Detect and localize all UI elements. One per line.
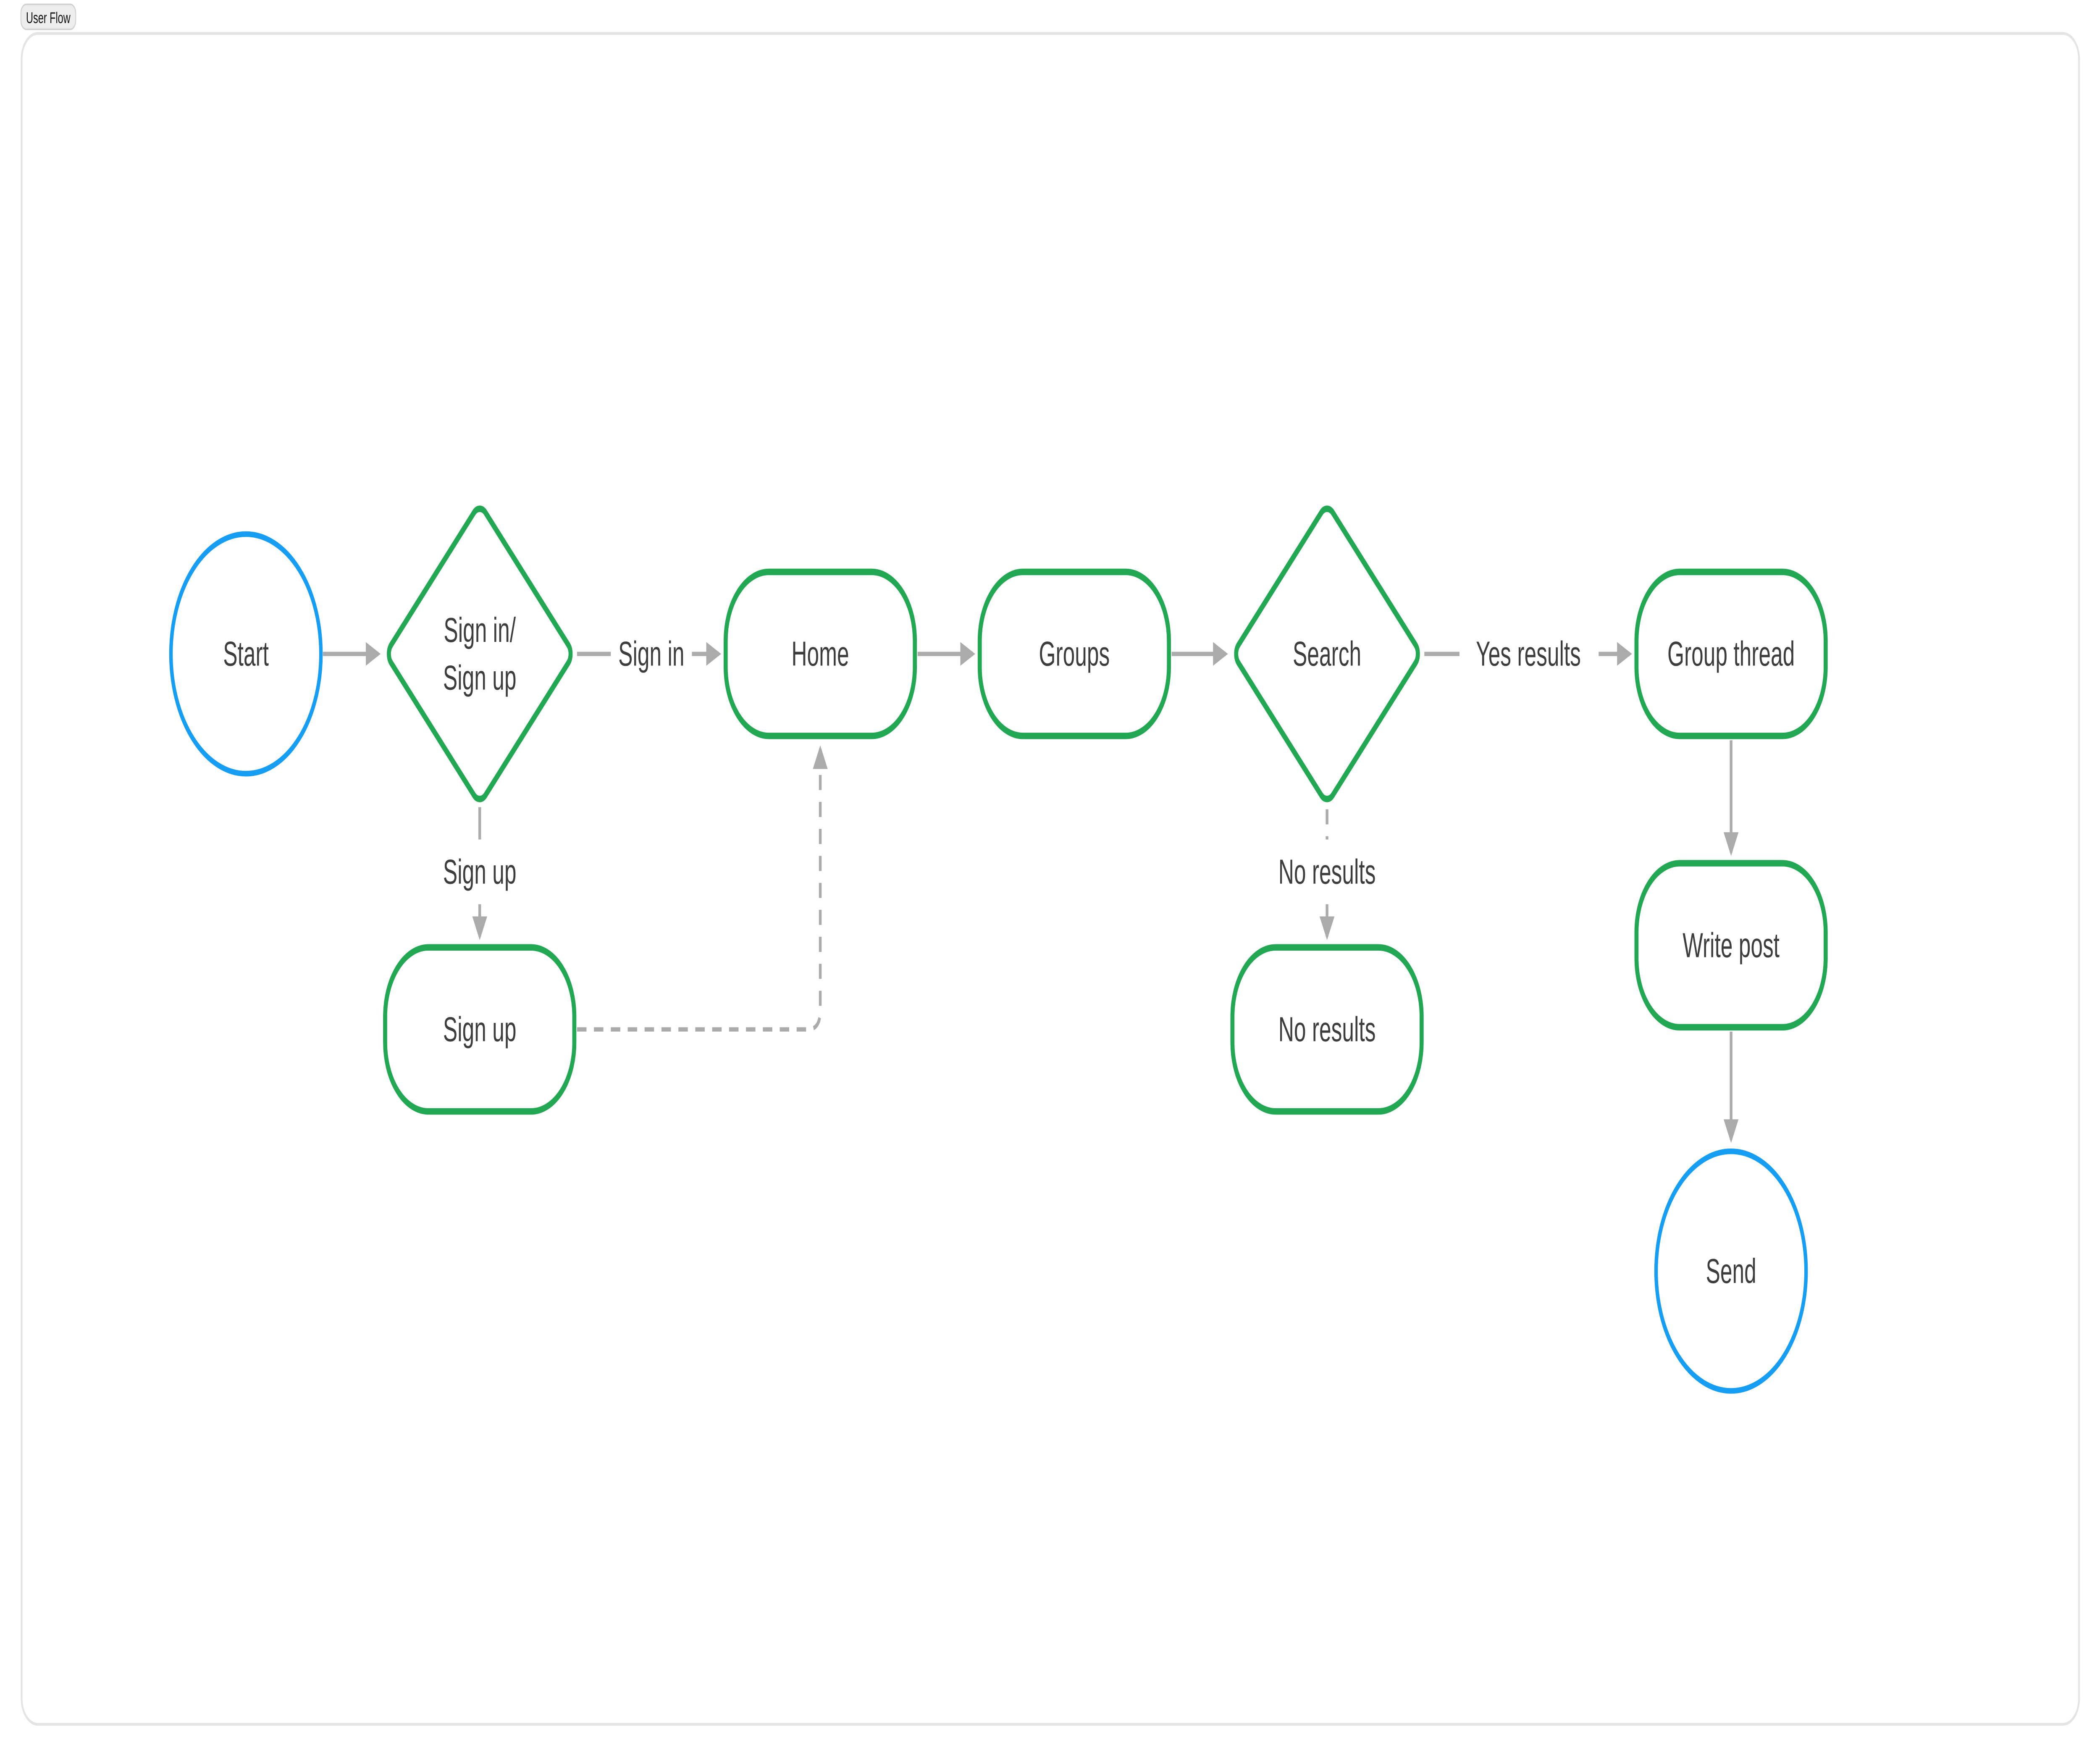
- node-label-write-post: Write post: [1683, 926, 1780, 965]
- edge-line[interactable]: [577, 745, 828, 1032]
- edge-decision-to-home: Sign in: [577, 634, 722, 673]
- edges: Sign in Yes results Sign up No results: [323, 634, 1739, 1143]
- sign-up-rect[interactable]: [383, 944, 577, 1115]
- diagram-canvas[interactable]: [21, 32, 2080, 1726]
- write-post-rect[interactable]: [1634, 860, 1828, 1031]
- node-label-group-thread: Group thread: [1667, 634, 1795, 673]
- no-results-rect[interactable]: [1230, 944, 1424, 1115]
- node-no-results[interactable]: No results: [1230, 944, 1424, 1115]
- edge-search-to-group-thread: Yes results: [1424, 634, 1632, 673]
- edge-decision-to-sign-up: Sign up: [443, 807, 517, 941]
- edge-search-to-no-results: No results: [1278, 809, 1376, 941]
- node-label-groups: Groups: [1039, 634, 1110, 673]
- node-label-sign-in-line2: Sign up: [443, 658, 517, 697]
- user-flow-tab[interactable]: User Flow: [20, 3, 76, 30]
- nodes: Start Sign in/ Sign up Home Groups Searc…: [169, 503, 1828, 1394]
- search-diamond[interactable]: [1233, 503, 1421, 804]
- node-search-decision[interactable]: Search: [1233, 503, 1421, 804]
- node-label-start: Start: [223, 634, 269, 673]
- node-send[interactable]: Send: [1654, 1149, 1808, 1394]
- node-label-sign-up: Sign up: [443, 1010, 517, 1049]
- node-label-search: Search: [1293, 634, 1361, 673]
- edge-label-sign-in: Sign in: [618, 634, 684, 673]
- decision-diamond[interactable]: [386, 503, 574, 804]
- node-label-send: Send: [1706, 1252, 1756, 1291]
- node-home[interactable]: Home: [723, 568, 917, 739]
- node-label-sign-in-line1: Sign in/: [444, 611, 516, 649]
- node-start[interactable]: Start: [169, 531, 323, 777]
- node-label-no-results: No results: [1278, 1010, 1376, 1049]
- edge-label-sign-up: Sign up: [443, 852, 517, 891]
- node-write-post[interactable]: Write post: [1634, 860, 1828, 1031]
- tab-chip-label: User Flow: [26, 9, 71, 27]
- node-label-home: Home: [791, 634, 849, 673]
- send-circle[interactable]: [1654, 1149, 1808, 1394]
- node-sign-in-or-sign-up-decision[interactable]: Sign in/ Sign up: [386, 503, 574, 804]
- node-sign-up[interactable]: Sign up: [383, 944, 577, 1115]
- edge-sign-up-to-home: [577, 745, 828, 1032]
- groups-rect[interactable]: [977, 568, 1171, 739]
- node-group-thread[interactable]: Group thread: [1634, 568, 1828, 739]
- edge-label-yes-results: Yes results: [1476, 634, 1581, 673]
- node-groups[interactable]: Groups: [977, 568, 1171, 739]
- start-circle[interactable]: [169, 531, 323, 777]
- group-thread-rect[interactable]: [1634, 568, 1828, 739]
- home-rect[interactable]: [723, 568, 917, 739]
- edge-label-no-results: No results: [1278, 852, 1376, 891]
- tab-chip-background[interactable]: [20, 3, 76, 30]
